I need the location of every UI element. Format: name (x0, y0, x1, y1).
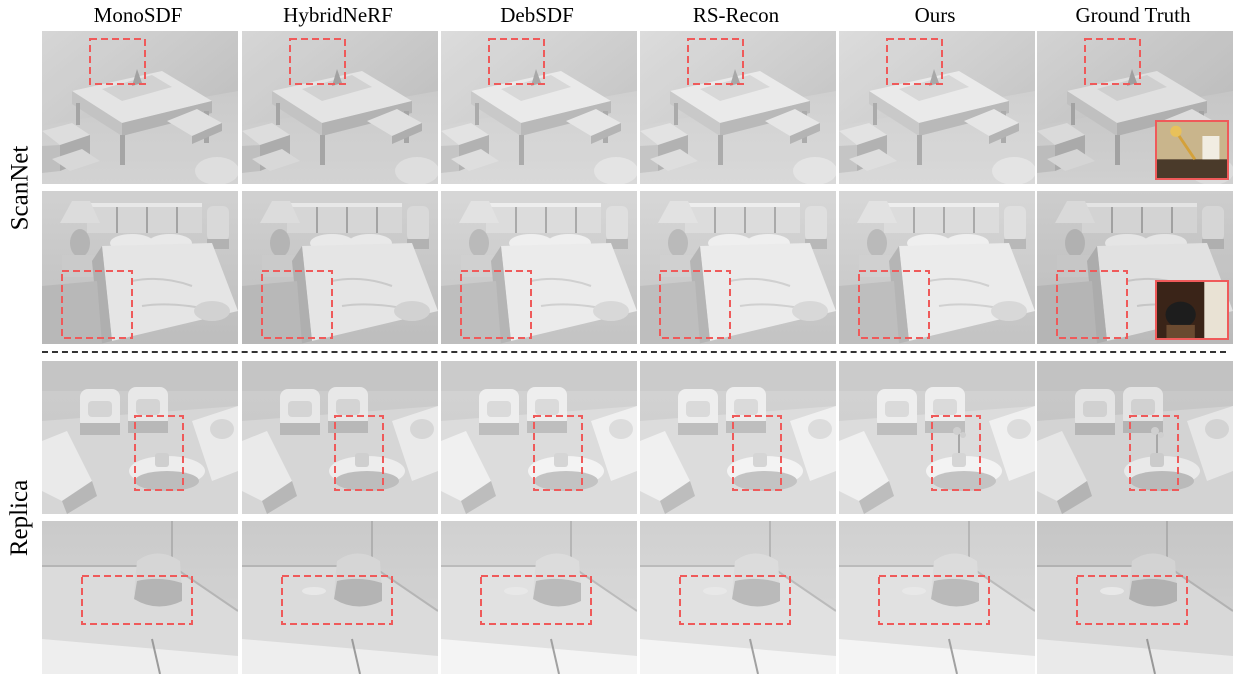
highlight-box (460, 270, 532, 339)
panel-scannet-bedroom-ours (839, 191, 1035, 344)
column-header-ground-truth: Ground Truth (1075, 3, 1191, 27)
highlight-box (61, 270, 133, 339)
highlight-box (1129, 415, 1179, 491)
dataset-label-replica: Replica (6, 479, 34, 557)
panel-scannet-desk-ground-truth (1037, 31, 1233, 184)
highlight-box (533, 415, 583, 491)
panel-replica-living-room-debsdf (441, 361, 637, 514)
column-header-ours: Ours (914, 3, 956, 27)
highlight-box (89, 38, 146, 85)
panel-scannet-bedroom-rs-recon (640, 191, 836, 344)
panel-scannet-desk-rs-recon (640, 31, 836, 184)
highlight-box (878, 575, 990, 625)
highlight-box (134, 415, 184, 491)
panel-scannet-desk-debsdf (441, 31, 637, 184)
highlight-box (1056, 270, 1128, 339)
column-header-hybridnerf: HybridNeRF (283, 3, 393, 27)
panel-replica-chair-corner-monosdf (42, 521, 238, 674)
highlight-box (289, 38, 346, 85)
highlight-box (659, 270, 731, 339)
panel-replica-chair-corner-ours (839, 521, 1035, 674)
highlight-box (488, 38, 545, 85)
panel-replica-living-room-monosdf (42, 361, 238, 514)
panel-scannet-desk-monosdf (42, 31, 238, 184)
panel-replica-chair-corner-rs-recon (640, 521, 836, 674)
highlight-box (931, 415, 981, 491)
highlight-box (334, 415, 384, 491)
highlight-box (679, 575, 791, 625)
panel-scannet-bedroom-hybridnerf (242, 191, 438, 344)
panel-replica-chair-corner-debsdf (441, 521, 637, 674)
panel-scannet-desk-hybridnerf (242, 31, 438, 184)
panel-replica-living-room-rs-recon (640, 361, 836, 514)
panel-scannet-bedroom-monosdf (42, 191, 238, 344)
column-header-debsdf: DebSDF (500, 3, 574, 27)
panel-replica-living-room-ours (839, 361, 1035, 514)
highlight-box (687, 38, 744, 85)
reference-photo-inset (1155, 120, 1229, 180)
panel-replica-living-room-ground-truth (1037, 361, 1233, 514)
highlight-box (480, 575, 592, 625)
highlight-box (261, 270, 333, 339)
panel-scannet-bedroom-debsdf (441, 191, 637, 344)
highlight-box (886, 38, 943, 85)
panel-replica-chair-corner-ground-truth (1037, 521, 1233, 674)
highlight-box (858, 270, 930, 339)
column-header-rs-recon: RS-Recon (692, 3, 780, 27)
reference-photo-inset (1155, 280, 1229, 340)
panel-replica-chair-corner-hybridnerf (242, 521, 438, 674)
highlight-box (281, 575, 393, 625)
dataset-separator (42, 351, 1226, 353)
panel-replica-living-room-hybridnerf (242, 361, 438, 514)
highlight-box (1084, 38, 1141, 85)
column-header-monosdf: MonoSDF (93, 3, 183, 27)
dataset-label-scannet: ScanNet (6, 145, 34, 231)
highlight-box (81, 575, 193, 625)
highlight-box (732, 415, 782, 491)
highlight-box (1076, 575, 1188, 625)
panel-scannet-desk-ours (839, 31, 1035, 184)
